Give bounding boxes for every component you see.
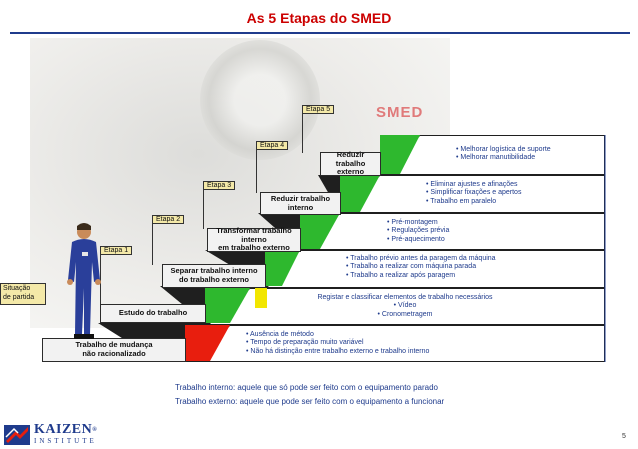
notes-step-4: • Eliminar ajustes e afinações • Simplif… (426, 181, 522, 205)
worker-figure-icon (67, 223, 101, 339)
notes-step-5: • Melhorar logística de suporte • Melhor… (456, 146, 551, 162)
flag-etapa-2: Etapa 2 (152, 215, 185, 224)
flag-pole-1 (100, 246, 101, 304)
note-panel-5 (383, 136, 604, 174)
flag-pole-3 (203, 181, 204, 229)
riser-green-1 (205, 288, 250, 323)
flag-etapa-4: Etapa 4 (256, 141, 289, 150)
note-panel-3 (303, 214, 604, 249)
riser-green-3 (300, 213, 340, 249)
riser-green-5 (380, 135, 420, 174)
riser-yellow-1 (255, 288, 267, 308)
note-panel-0 (190, 326, 604, 361)
notes-step-2: • Trabalho prévio antes da paragem da má… (346, 255, 496, 279)
flag-pole-5 (302, 105, 303, 153)
note-panel-4 (343, 176, 604, 212)
flag-etapa-5: Etapa 5 (302, 105, 335, 114)
definition-internal: Trabalho interno: aquele que só pode ser… (175, 383, 438, 392)
notes-step-1: Registar e classificar elementos de trab… (317, 294, 493, 318)
note-panel-2 (268, 251, 604, 287)
riser-green-2 (265, 250, 300, 286)
page-title: As 5 Etapas do SMED (246, 10, 392, 26)
flag-pole-4 (256, 141, 257, 193)
kaizen-logo-icon (4, 425, 30, 445)
situation-label: Situação de partida (0, 283, 46, 305)
notes-step-0: • Ausência de método • Tempo de preparaç… (246, 331, 430, 355)
page-number: 5 (622, 433, 626, 440)
notes-step-3: • Pré-montagem • Regulações prévia • Pré… (387, 219, 450, 243)
flag-etapa-1: Etapa 1 (100, 246, 133, 255)
step-box-1: Estudo do trabalho (100, 304, 206, 323)
note-panel-1 (210, 289, 604, 324)
title-rule (10, 32, 630, 34)
riser-red (185, 325, 230, 361)
definition-external: Trabalho externo: aquele que pode ser fe… (175, 397, 445, 406)
flag-etapa-3: Etapa 3 (203, 181, 236, 190)
riser-green-4 (340, 175, 380, 212)
brand-logo-text: KAIZEN® INSTITUTE (34, 422, 98, 446)
background-part-shape (200, 40, 320, 160)
smed-label: SMED (376, 104, 424, 121)
flag-pole-2 (152, 215, 153, 265)
